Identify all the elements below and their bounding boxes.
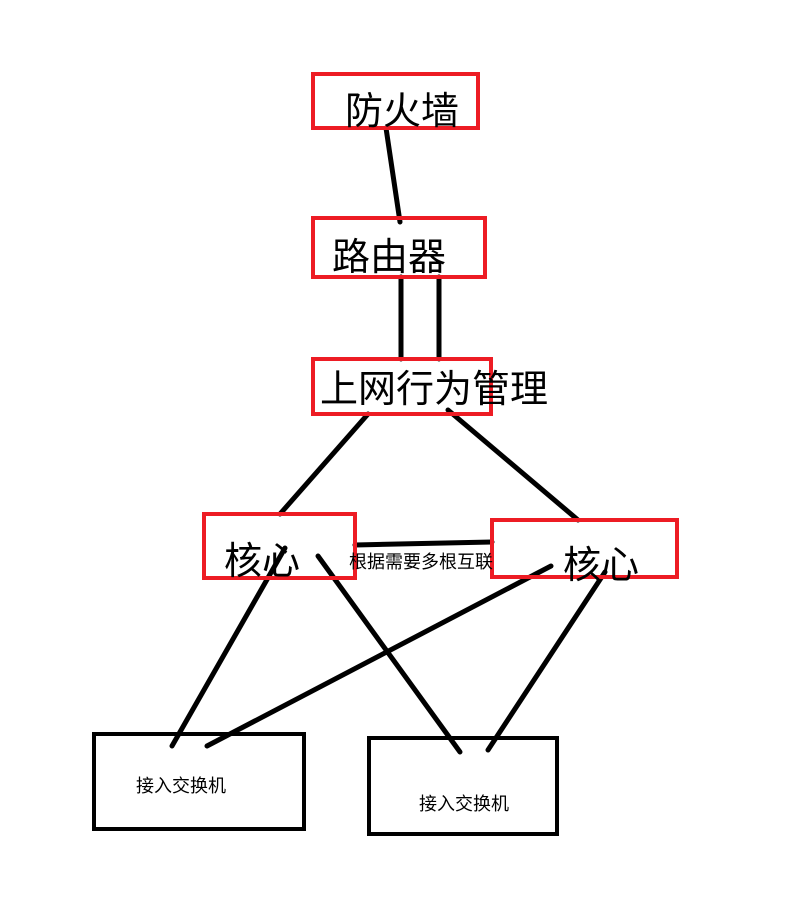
- link-coreleft-accessleft: [169, 545, 288, 749]
- node-label: 路由器: [332, 235, 446, 279]
- link-behavior-core-right: [445, 407, 581, 523]
- node-firewall: 防火墙: [311, 72, 480, 133]
- node-core-right: 核心: [490, 518, 679, 587]
- node-router: 路由器: [311, 216, 487, 279]
- node-label: 接入交换机: [419, 794, 509, 815]
- connections: [169, 125, 608, 755]
- node-access-switch-right: 接入交换机: [367, 736, 559, 836]
- node-label: 核心: [563, 543, 639, 587]
- core-link-label: 根据需要多根互联: [349, 552, 493, 573]
- link-coreleft-accessright: [315, 553, 463, 755]
- node-label: 核心: [224, 539, 300, 583]
- node-label: 防火墙: [345, 89, 459, 133]
- node-label: 接入交换机: [136, 776, 226, 797]
- link-firewall-router: [383, 125, 403, 225]
- node-label: 上网行为管理: [320, 367, 548, 411]
- node-access-switch-left: 接入交换机: [92, 732, 306, 831]
- node-behavior-management: 上网行为管理: [311, 357, 548, 416]
- link-coreright-accessright: [485, 569, 608, 753]
- link-coreright-accessleft: [204, 563, 554, 749]
- link-core-core: [352, 539, 495, 548]
- node-core-left: 核心: [202, 512, 357, 583]
- link-behavior-core-left: [277, 411, 371, 517]
